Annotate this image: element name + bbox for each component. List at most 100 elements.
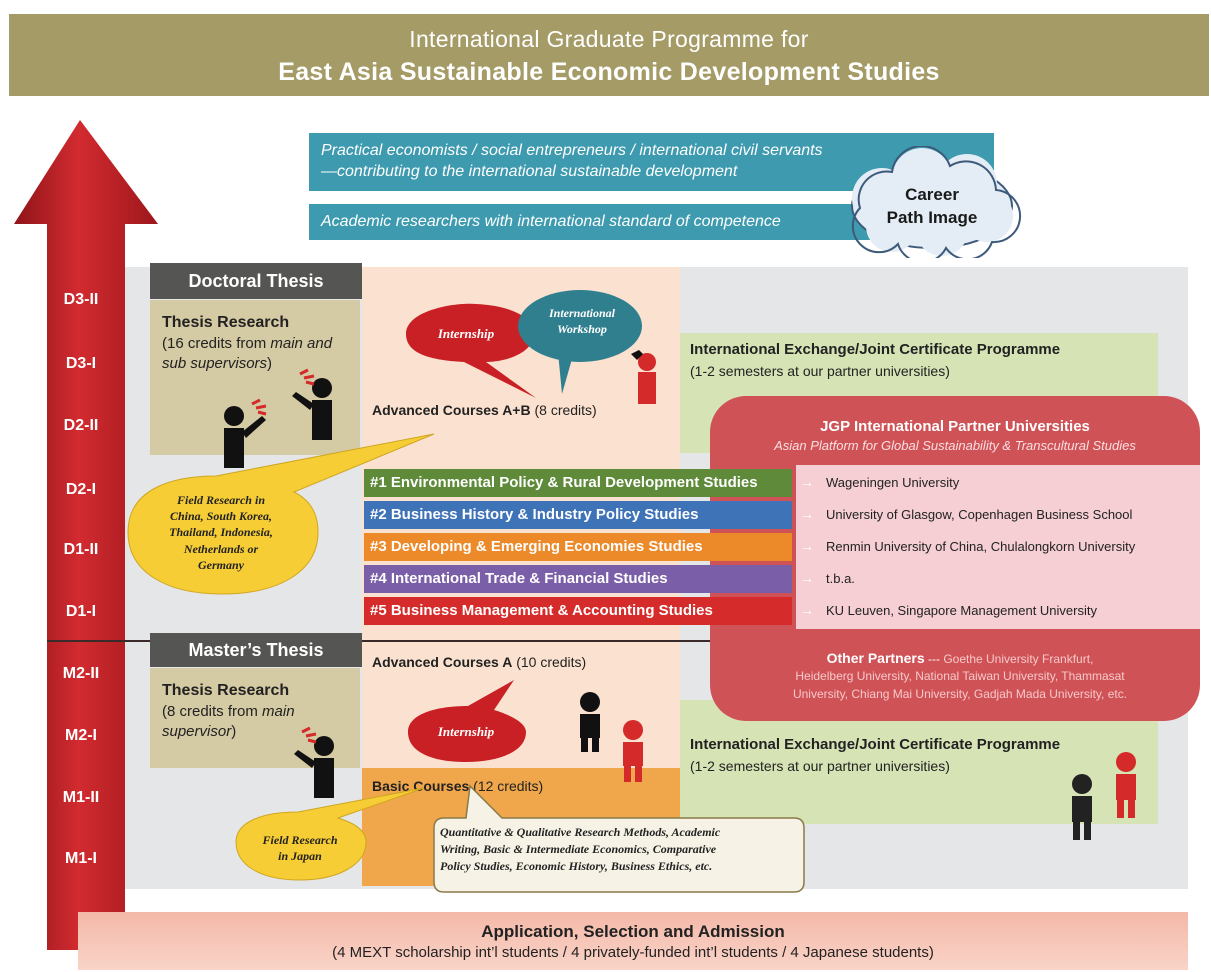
field-line: Germany [198,557,244,572]
doctoral-research-text: Thesis Research (16 credits from main an… [162,312,332,374]
internship-bubble-bottom-label: Internship [437,724,495,739]
partner-university: KU Leuven, Singapore Management Universi… [826,603,1097,618]
student-figure-icon [623,720,643,782]
track-label: #5 Business Management & Accounting Stud… [370,602,713,619]
basic-courses-detail: Quantitative & Qualitative Research Meth… [440,824,800,874]
other-partners-label: Other Partners [826,650,925,666]
masters-supervisor-sub: supervisor [162,722,232,740]
course-name: Advanced Courses A+B [372,402,531,418]
basic-detail-line: Writing, Basic & Intermediate Economics,… [440,841,717,856]
admission-sub: (4 MEXT scholarship int’l students / 4 p… [332,944,934,961]
partners-subtitle: Asian Platform for Global Sustainability… [774,438,1136,453]
field-line: Netherlands or [183,541,259,556]
title-banner: International Graduate Programme for Eas… [9,14,1209,96]
other-partners-line: University, Chiang Mai University, Gadja… [792,686,1128,701]
masters-research-heading: Thesis Research [162,682,290,699]
arrow-right-icon: → [800,538,814,554]
student-figure-icon [224,398,267,468]
level-label: M2-II [62,665,100,682]
level-label: M2-I [65,727,97,744]
title-line-2: East Asia Sustainable Economic Developme… [278,58,940,86]
masters-research-text: Thesis Research (8 credits from main sup… [162,680,295,742]
field-research-japan-bubble [235,787,425,881]
supervisor-figure-icon [294,726,334,798]
career-bar-academic: Academic researchers with international … [309,204,889,240]
exchange-sub-doctoral: (1-2 semesters at our partner universiti… [690,363,950,379]
track-label: #3 Developing & Emerging Economies Studi… [370,538,703,555]
level-label: D1-II [63,541,99,558]
field-research-overseas-label: Field Research in China, South Korea, Th… [128,492,314,573]
doctoral-thesis-tab: Doctoral Thesis [150,263,362,299]
level-label: D3-II [63,291,99,308]
advanced-ab-label: Advanced Courses A+B (8 credits) [372,402,597,418]
internship-bubble-bottom [408,680,526,762]
arrow-right-icon: → [800,506,814,522]
doctoral-supervisor-sub: sub supervisors [162,354,268,372]
doctoral-supervisor: main and [270,334,333,352]
admission-bar: Application, Selection and Admission (4 … [78,912,1188,970]
course-name: Advanced Courses A [372,654,513,670]
student-figure-icon [1072,774,1092,840]
basic-detail-line: Policy Studies, Economic History, Busine… [440,858,713,873]
field-research-japan-label: Field Research in Japan [240,832,360,864]
cloud-line: Career [905,185,959,204]
basic-courses-callout [433,784,805,893]
student-figure-icon [580,692,600,752]
course-credits: (12 credits) [469,778,544,794]
workshop-bubble-label: International Workshop [522,306,642,337]
paren: ) [267,354,273,372]
level-label: D2-II [63,417,99,434]
basic-courses-label: Basic Courses (12 credits) [372,778,543,794]
paren: ) [231,722,237,740]
progression-arrow [14,120,158,950]
exchange-title-masters: International Exchange/Joint Certificate… [690,736,1061,753]
masters-supervisor: main [262,702,295,720]
level-label: D1-I [65,603,97,620]
level-label: M1-I [65,850,97,867]
exchange-sub-masters: (1-2 semesters at our partner universiti… [690,758,950,774]
track-strip-5: #5 Business Management & Accounting Stud… [364,597,792,625]
course-credits: (10 credits) [512,654,587,670]
internship-bubble-top [406,303,536,398]
cloud-line: Path Image [886,207,978,227]
internship-bubble-top-label: Internship [437,326,495,341]
title-line-1: International Graduate Programme for [409,26,809,52]
course-name: Basic Courses [372,778,470,794]
masters-thesis-tab: Master’s Thesis [150,633,362,667]
partner-university: Renmin University of China, Chulalongkor… [826,539,1136,554]
track-strip-1: #1 Environmental Policy & Rural Developm… [364,469,792,497]
field-research-overseas-bubble [127,433,435,595]
partner-university: t.b.a. [826,571,855,586]
student-figure-icon [1116,752,1136,818]
track-strip-3: #3 Developing & Emerging Economies Studi… [364,533,792,561]
level-label: D2-I [65,481,97,498]
arrow-right-icon: → [800,474,814,490]
course-credits: (8 credits) [530,402,597,418]
workshop-bubble [518,290,642,394]
doctoral-credits: (16 credits from [162,334,271,352]
workshop-line: International [548,306,616,320]
other-partners: Other Partners --- Goethe University Fra… [740,648,1180,703]
career-cloud-icon [851,146,1021,258]
track-label: #4 International Trade & Financial Studi… [370,570,668,587]
workshop-line: Workshop [557,321,607,336]
field-line: Field Research [262,833,338,847]
doctoral-research-heading: Thesis Research [162,314,290,331]
partner-university: University of Glasgow, Copenhagen Busine… [826,507,1133,522]
partner-list-panel [796,465,1200,629]
basic-detail-line: Quantitative & Qualitative Research Meth… [440,825,721,839]
degree-divider [125,640,765,642]
level-label: M1-II [62,789,100,806]
student-figure-icon [631,350,656,404]
track-label: #1 Environmental Policy & Rural Developm… [370,474,758,491]
partner-university: Wageningen University [826,475,960,490]
arrow-right-icon: → [800,602,814,618]
masters-credits: (8 credits from [162,702,263,720]
track-label: #2 Business History & Industry Policy St… [370,506,699,523]
career-line: Practical economists / social entreprene… [321,142,823,159]
supervisor-figure-icon [292,368,332,440]
track-strip-2: #2 Business History & Industry Policy St… [364,501,792,529]
track-strip-4: #4 International Trade & Financial Studi… [364,565,792,593]
field-line: in Japan [278,849,322,864]
field-line: China, South Korea, [169,509,273,524]
